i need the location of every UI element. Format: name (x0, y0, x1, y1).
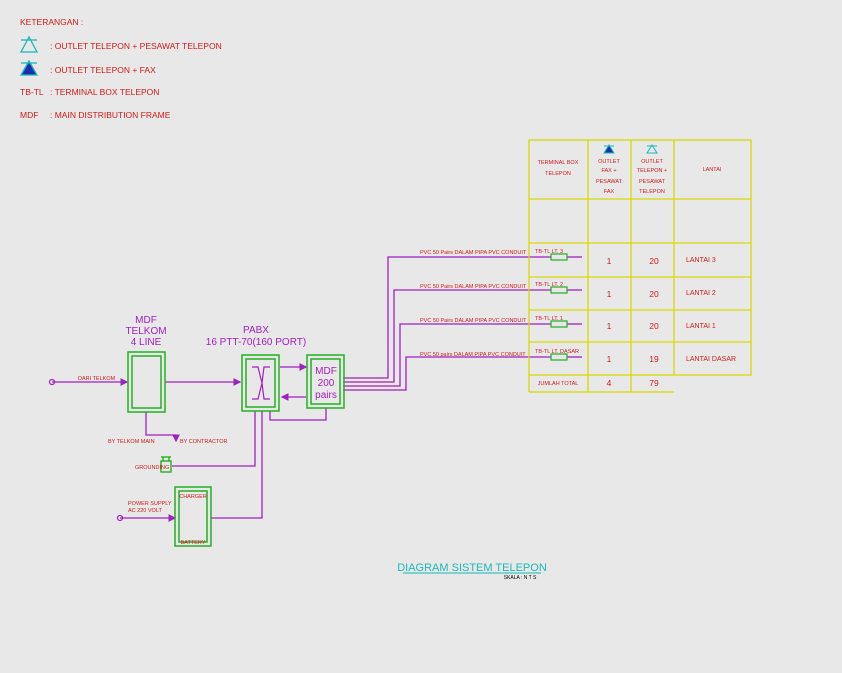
filled-triangle-icon (603, 144, 615, 154)
mdf-telkom-line2: TELKOM (125, 326, 166, 337)
grounding-label: GROUNDING (135, 465, 169, 471)
mdf-pairs-line1: MDF (315, 366, 337, 377)
svg-text:79: 79 (649, 378, 659, 388)
header-tel-4: TELEPON (639, 189, 665, 195)
power-supply-label: POWER SUPPLY (128, 501, 172, 507)
charger-label: CHARGER (179, 494, 207, 500)
svg-text:TB-TL LT. 3: TB-TL LT. 3 (535, 249, 563, 255)
svg-text:LANTAI DASAR: LANTAI DASAR (686, 356, 736, 363)
svg-text:1: 1 (607, 321, 612, 331)
header-tel-2: TELEPON + (637, 168, 667, 174)
table-row-lt3: 1 20 LANTAI 3 (607, 256, 716, 266)
cable-lt2: PVC 50 Pairs DALAM PIPA PVC CONDUIT TB-T… (420, 282, 568, 294)
header-lantai: LANTAI (703, 167, 722, 173)
table-row-lt2: 1 20 LANTAI 2 (607, 289, 716, 299)
svg-text:PVC 50 Pairs DALAM PIPA PVC CO: PVC 50 Pairs DALAM PIPA PVC CONDUIT (420, 318, 527, 324)
pabx-spec: 16 PTT-70(160 PORT) (206, 337, 306, 348)
cable-lt-dasar: PVC 50 pairs DALAM PIPA PVC CONDUIT TB-T… (420, 349, 579, 361)
legend-item-mdf: : MAIN DISTRIBUTION FRAME (50, 110, 171, 120)
header-tel-3: PESAWAT (639, 179, 666, 185)
header-tb-2: TELEPON (545, 171, 571, 177)
header-tb-1: TERMINAL BOX (538, 160, 579, 166)
mdf-telkom: MDF TELKOM 4 LINE (125, 315, 167, 413)
legend-abbr-mdf: MDF (20, 110, 38, 120)
scale-text: SKALA : N T S (504, 575, 537, 581)
mdf-200-pairs: MDF 200 pairs (306, 354, 345, 409)
svg-text:PVC 50 Pairs DALAM PIPA PVC CO: PVC 50 Pairs DALAM PIPA PVC CONDUIT (420, 284, 527, 290)
svg-text:LANTAI 3: LANTAI 3 (686, 257, 716, 264)
table-row-dasar: 1 19 LANTAI DASAR (607, 354, 736, 364)
svg-text:1: 1 (607, 354, 612, 364)
outline-triangle-icon (19, 35, 39, 53)
battery-label: BATTERY (181, 540, 206, 546)
incoming-label: DARI TELKOM (78, 376, 116, 382)
mdf-pairs-line3: pairs (315, 390, 337, 401)
legend-heading: KETERANGAN : (20, 17, 83, 27)
legend-abbr-tbtl: TB-TL (20, 87, 44, 97)
outline-triangle-icon (646, 144, 658, 154)
mdf-telkom-line3: 4 LINE (131, 337, 162, 348)
table-row-total: JUMLAH TOTAL 4 79 (538, 378, 659, 388)
filled-triangle-icon (19, 59, 39, 76)
power-terminal (116, 514, 124, 522)
svg-text:PVC 50 pairs DALAM PIPA PVC CO: PVC 50 pairs DALAM PIPA PVC CONDUIT (420, 352, 526, 358)
legend-item-telepon: : OUTLET TELEPON + PESAWAT TELEPON (50, 41, 222, 51)
pabx: PABX 16 PTT-70(160 PORT) (206, 325, 306, 412)
summary-table: TERMINAL BOX TELEPON OUTLET FAX + PESAWA… (528, 139, 752, 393)
header-fax-2: FAX + (601, 168, 616, 174)
charger-battery: CHARGER BATTERY (174, 486, 212, 547)
contractor-note: BY CONTRACTOR (180, 439, 227, 445)
title-text: DIAGRAM SISTEM TELEPON (397, 562, 547, 574)
table-row-lt1: 1 20 LANTAI 1 (607, 321, 716, 331)
incoming-terminal (48, 378, 56, 386)
legend-item-terminal-box: : TERMINAL BOX TELEPON (50, 87, 159, 97)
mdf-telkom-line1: MDF (135, 315, 157, 326)
svg-text:TB-TL LT. 1: TB-TL LT. 1 (535, 316, 563, 322)
grounding-symbol (160, 456, 172, 473)
svg-text:20: 20 (649, 289, 659, 299)
cable-lt1: PVC 50 Pairs DALAM PIPA PVC CONDUIT TB-T… (420, 316, 568, 328)
svg-text:TB-TL LT. 2: TB-TL LT. 2 (535, 282, 563, 288)
svg-text:LANTAI 1: LANTAI 1 (686, 323, 716, 330)
svg-text:20: 20 (649, 256, 659, 266)
svg-text:20: 20 (649, 321, 659, 331)
header-fax-1: OUTLET (598, 159, 620, 165)
svg-text:19: 19 (649, 354, 659, 364)
power-supply-voltage: AC 220 VOLT (128, 508, 162, 514)
cable-lt3: PVC 50 Pairs DALAM PIPA PVC CONDUIT TB-T… (420, 249, 568, 261)
header-fax-4: FAX (604, 189, 615, 195)
mdf-pairs-line2: 200 (318, 378, 335, 389)
header-fax-3: PESAWAT (596, 179, 623, 185)
legend: KETERANGAN : : OUTLET TELEPON + PESAWAT … (19, 17, 222, 120)
pabx-title: PABX (243, 325, 269, 336)
legend-item-fax: : OUTLET TELEPON + FAX (50, 65, 156, 75)
svg-text:TB-TL LT. DASAR: TB-TL LT. DASAR (535, 349, 579, 355)
svg-text:1: 1 (607, 256, 612, 266)
header-tel-1: OUTLET (641, 159, 663, 165)
diagram-title: DIAGRAM SISTEM TELEPON SKALA : N T S (397, 562, 547, 581)
wiring (52, 256, 582, 522)
svg-text:LANTAI 2: LANTAI 2 (686, 290, 716, 297)
svg-text:JUMLAH TOTAL: JUMLAH TOTAL (538, 381, 579, 387)
svg-text:PVC 50 Pairs DALAM PIPA PVC CO: PVC 50 Pairs DALAM PIPA PVC CONDUIT (420, 250, 527, 256)
telkom-note: BY TELKOM MAIN (108, 439, 155, 445)
svg-text:1: 1 (607, 289, 612, 299)
svg-text:4: 4 (607, 378, 612, 388)
